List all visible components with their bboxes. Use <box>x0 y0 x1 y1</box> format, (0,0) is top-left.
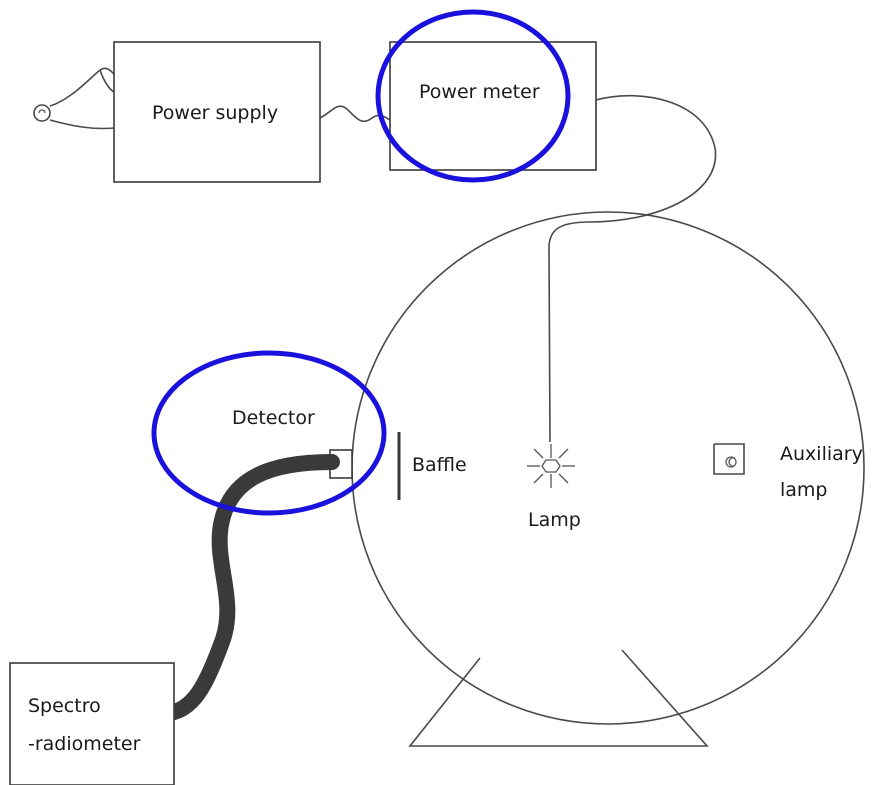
power-meter-label: Power meter <box>419 81 540 103</box>
detector-highlight <box>151 350 387 516</box>
power-supply-label: Power supply <box>152 102 278 124</box>
power-meter-box: Power meter <box>389 41 597 171</box>
baffle: Baffle <box>397 432 467 500</box>
detector-label: Detector <box>232 407 315 429</box>
optical-fiber-cable <box>166 454 340 720</box>
power-meter-highlight <box>375 9 571 183</box>
lamp-label: Lamp <box>528 509 581 531</box>
baffle-label: Baffle <box>412 454 467 476</box>
spectroradiometer-label-line1: Spectro <box>28 695 101 717</box>
spectroradiometer-box: Spectro -radiometer <box>9 662 175 785</box>
auxiliary-lamp-icon <box>713 443 745 475</box>
auxiliary-lamp-label-line2: lamp <box>780 479 828 501</box>
power-plug-icon <box>33 67 115 130</box>
sphere-stand <box>408 649 709 747</box>
lamp-starburst-icon <box>527 444 575 488</box>
auxiliary-lamp-label-line1: Auxiliary <box>780 443 863 465</box>
meter-lamp-cable <box>548 94 717 443</box>
spectroradiometer-label-line2: -radiometer <box>28 733 141 755</box>
power-supply-box: Power supply <box>113 41 321 183</box>
